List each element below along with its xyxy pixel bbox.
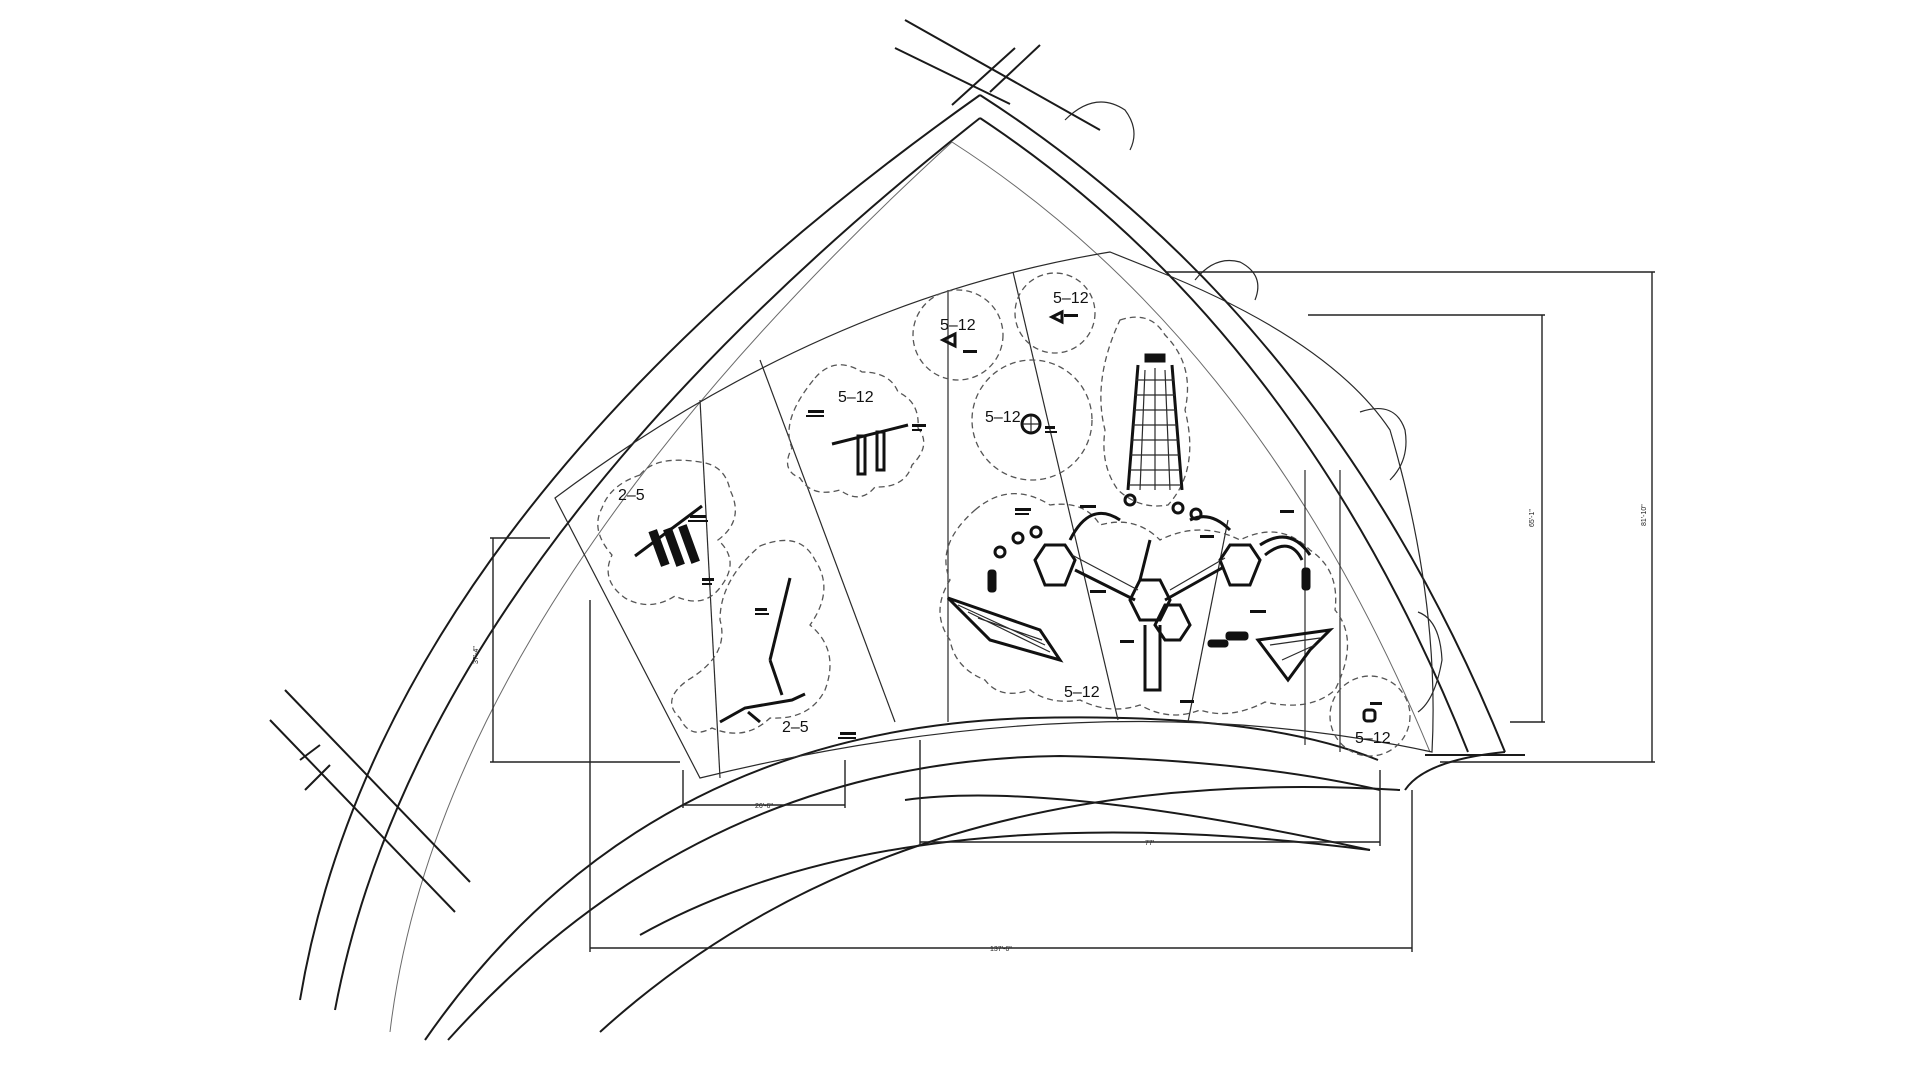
age-label: 5–12 (985, 409, 1021, 426)
age-label: 2–5 (782, 719, 809, 736)
dim-right-outer: 81'-10" (1641, 504, 1648, 526)
age-label: 5–12 (1053, 290, 1089, 307)
site-paths (269, 19, 1525, 1041)
dim-bottom-small: 26'-6" (755, 803, 773, 810)
dim-bottom-mid: 77' (1145, 840, 1154, 847)
age-label: 5–12 (1355, 730, 1391, 747)
equipment-callouts (688, 314, 1382, 739)
equipment-5-12-a (831, 423, 909, 476)
main-play-structure (946, 353, 1335, 692)
equipment-5-12-small (939, 309, 1377, 723)
age-label: 2–5 (618, 487, 645, 504)
age-label: 5–12 (940, 317, 976, 334)
play-area-boundary (554, 251, 1434, 779)
dimension-lines: 37'-4" 26'-6" 77' 137'-6" 65'-1" 81'-10" (473, 271, 1655, 953)
equipment-2-5-a (634, 504, 703, 567)
dim-bottom-total: 137'-6" (990, 946, 1012, 953)
use-zones (597, 272, 1411, 757)
age-label: 5–12 (838, 389, 874, 406)
age-label: 5–12 (1064, 684, 1100, 701)
dim-left-height: 37'-4" (473, 646, 480, 664)
tree-canopies (1064, 101, 1443, 713)
age-zone-labels: 2–5 2–5 5–12 5–12 5–12 5–12 5–12 5–12 (618, 290, 1391, 747)
equipment-2-5-b (719, 577, 806, 724)
dim-right-inner: 65'-1" (1529, 509, 1536, 527)
